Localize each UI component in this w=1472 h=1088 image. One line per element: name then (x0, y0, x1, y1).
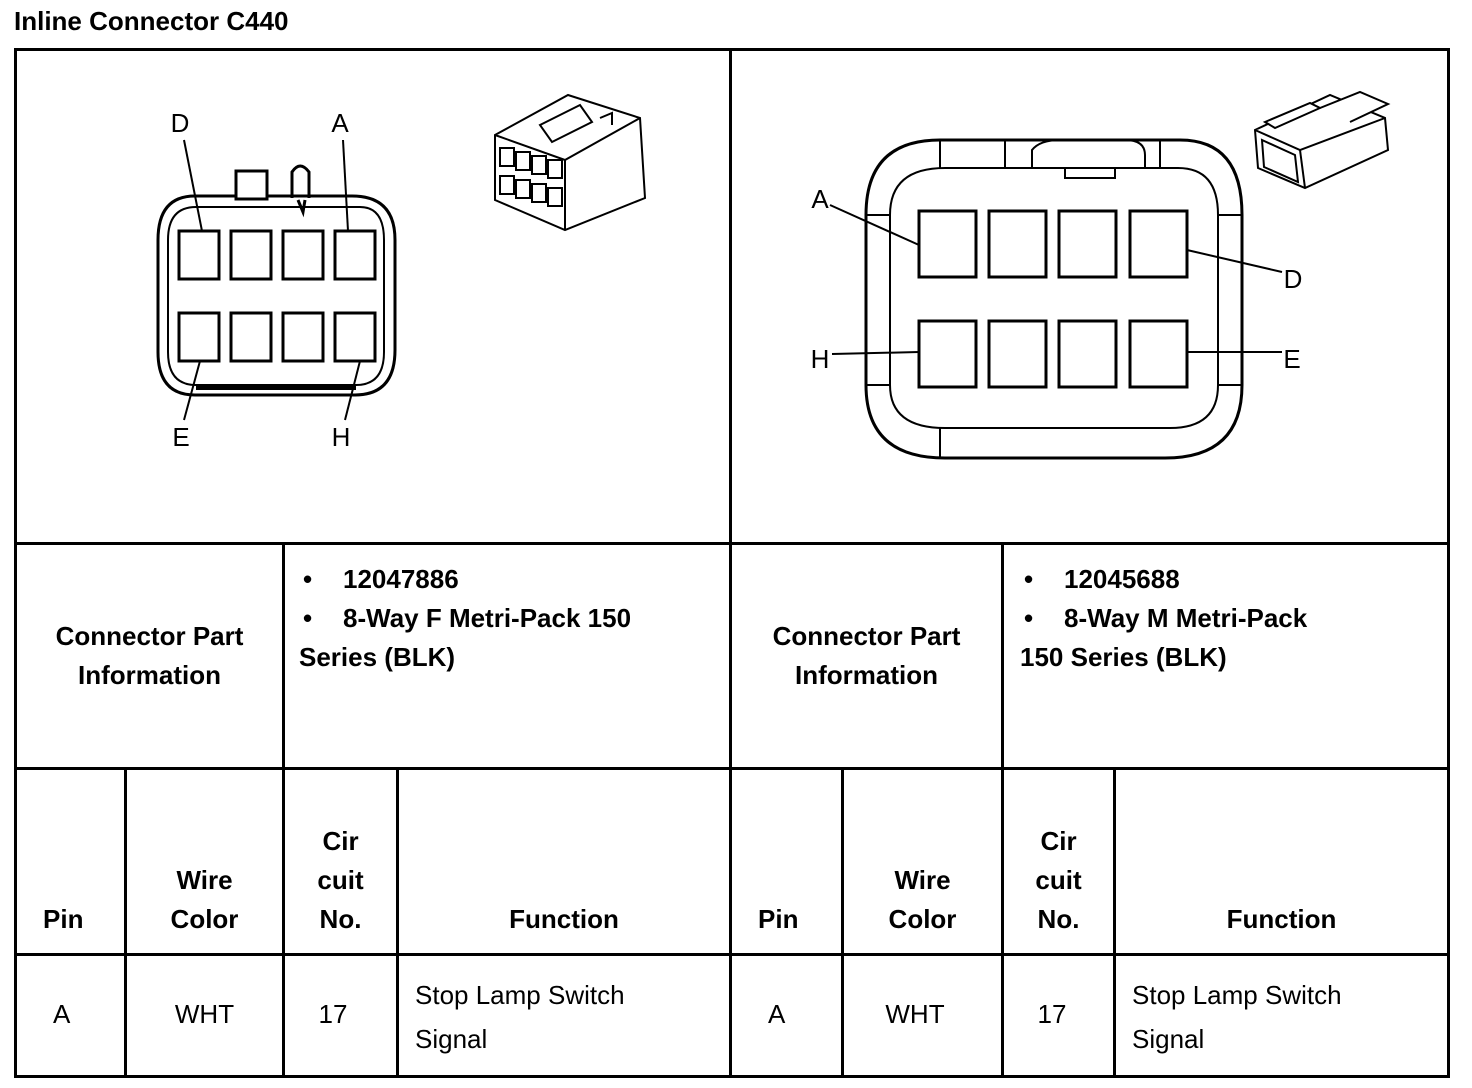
male-connector-thumbnail-icon (1253, 90, 1391, 190)
connector-table (14, 48, 1450, 1078)
left-row-circuit: 17 (318, 999, 348, 1029)
list-item: •12047886 (303, 564, 459, 594)
left-header-circuit: Cir cuit No. (317, 826, 364, 934)
divider-circuit-left (396, 767, 399, 1078)
right-header-pin: Pin (758, 904, 799, 934)
divider-header-bottom (14, 953, 1450, 956)
female-connector-face-diagram: D A E H (156, 93, 647, 452)
left-part-info-label: Connector Part Information (55, 621, 244, 690)
right-row-wire-color: WHT (885, 999, 945, 1029)
list-item: •12045688 (1024, 564, 1180, 594)
right-part-info-label: Connector Part Information (772, 621, 961, 690)
female-connector-thumbnail-icon (494, 93, 647, 232)
divider-pin-right (841, 767, 844, 1078)
left-header-wire-color: Wire Color (170, 865, 239, 934)
pin-label-d: D (1284, 264, 1303, 294)
pin-label-h: H (811, 344, 830, 374)
pin-label-a: A (811, 184, 829, 214)
left-header-function: Function (509, 904, 619, 934)
left-header-pin: Pin (43, 904, 84, 934)
pin-label-e: E (1283, 344, 1300, 374)
right-row-circuit: 17 (1037, 999, 1067, 1029)
left-row-wire-color: WHT (174, 999, 235, 1029)
pin-label-d: D (171, 108, 190, 138)
right-row-function: Stop Lamp Switch Signal (1132, 980, 1342, 1054)
page-title: Inline Connector C440 (14, 6, 289, 36)
center-divider (729, 48, 732, 1078)
list-item: •8-Way F Metri-Pack 150 Series (BLK) (299, 603, 632, 672)
right-header-circuit: Cir cuit No. (1035, 826, 1082, 934)
male-connector-face-diagram: A D H E (811, 90, 1391, 460)
divider-circuit-right (1113, 767, 1116, 1078)
divider-info-right (1001, 542, 1004, 1078)
divider-diagram-bottom (14, 542, 1450, 545)
divider-info-bottom (14, 767, 1450, 770)
pin-label-h: H (332, 422, 351, 452)
pin-label-e: E (172, 422, 189, 452)
right-header-function: Function (1226, 904, 1337, 934)
left-row-function: Stop Lamp Switch Signal (415, 980, 625, 1054)
right-row-pin: A (768, 999, 786, 1029)
divider-info-left (282, 542, 285, 1078)
divider-pin-left (124, 767, 127, 1078)
left-row-pin: A (53, 999, 71, 1029)
list-item: •8-Way M Metri-Pack 150 Series (BLK) (1020, 603, 1308, 672)
left-part-info-value: •12047886 •8-Way F Metri-Pack 150 Series… (285, 560, 729, 677)
right-part-info-value: •12045688 •8-Way M Metri-Pack 150 Series… (1004, 560, 1447, 677)
right-header-wire-color: Wire Color (888, 865, 957, 934)
pin-label-a: A (331, 108, 349, 138)
